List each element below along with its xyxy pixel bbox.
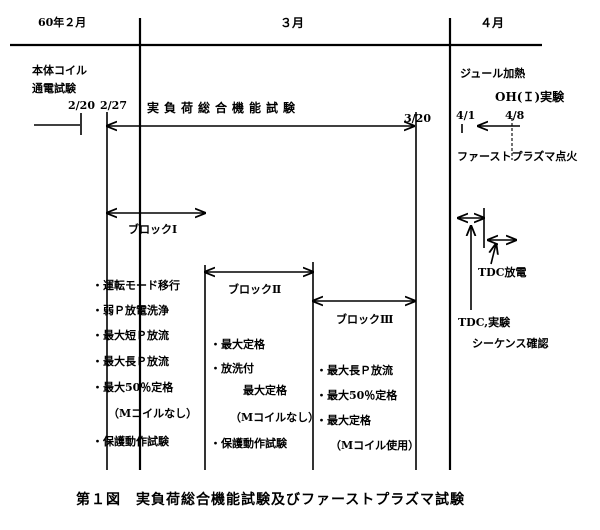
first-plasma-label: ファーストプラズマ点火: [457, 150, 578, 163]
date-3-20: 3/20: [404, 112, 431, 125]
block2-title: ブロックⅡ: [228, 283, 282, 296]
month-mar-label: ３月: [280, 16, 305, 30]
block1-item: ・最大50％定格: [92, 381, 174, 394]
tdc-experiment-label: TDC,実験: [458, 316, 511, 329]
oh-experiment-label: OH(Ｉ)実験: [495, 90, 565, 104]
block3-title: ブロックⅢ: [336, 313, 394, 326]
coil-test-label-2: 通電試験: [32, 82, 76, 95]
block1-item: ・保護動作試験: [92, 435, 169, 448]
month-apr-label: ４月: [480, 16, 505, 30]
date-4-8: 4/8: [505, 109, 525, 122]
sequence-check-label: シーケンス確認: [472, 337, 549, 350]
block1-item: （Mコイルなし）: [108, 407, 198, 420]
block1-title: ブロックⅠ: [128, 223, 178, 236]
block3-item: ・最大長Ｐ放流: [316, 364, 393, 377]
tdc-discharge-label: TDC放電: [478, 266, 527, 279]
block1-item: ・最大長Ｐ放流: [92, 355, 169, 368]
joule-heating-label: ジュール加熱: [460, 67, 526, 80]
block1-item: ・運転モード移行: [92, 279, 180, 292]
date-2-20: 2/20: [68, 99, 95, 112]
block3-item: ・最大50％定格: [316, 389, 398, 402]
block2-item: 最大定格: [243, 384, 287, 397]
figure-caption: 第１図 実負荷総合機能試験及びファーストプラズマ試験: [76, 492, 466, 508]
month-feb-label: 60年２月: [38, 16, 87, 29]
block3-item: ・最大定格: [316, 414, 371, 427]
coil-test-label-1: 本体コイル: [32, 64, 87, 77]
block3-item: （Mコイル使用）: [330, 439, 420, 452]
full-test-label: 実負荷総合機能試験: [147, 101, 301, 115]
block2-item: ・放洗付: [210, 362, 254, 375]
date-4-1: 4/1: [456, 109, 476, 122]
block1-item: ・最大短Ｐ放流: [92, 329, 169, 342]
tdc-discharge-arrow: [491, 244, 496, 265]
date-2-27: 2/27: [100, 99, 127, 112]
block2-item: （Mコイルなし）: [230, 411, 320, 424]
block2-item: ・保護動作試験: [210, 437, 287, 450]
block2-item: ・最大定格: [210, 338, 265, 351]
block1-item: ・弱Ｐ放電洗浄: [92, 304, 169, 317]
